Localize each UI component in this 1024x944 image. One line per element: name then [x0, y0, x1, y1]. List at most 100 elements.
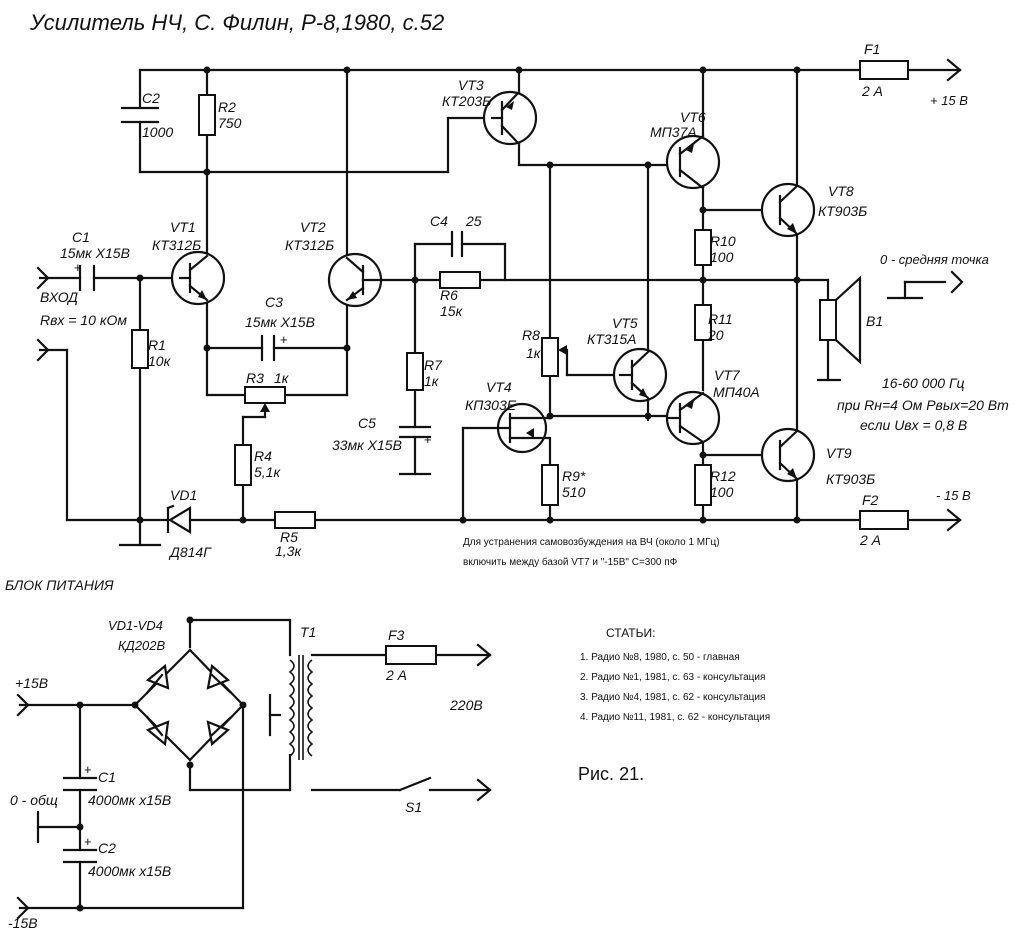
r4-label: R4: [254, 448, 272, 464]
mid-point-terminal: [950, 270, 964, 294]
psu-c2-label: C2: [98, 840, 116, 856]
vt1-type: КТ312Б: [152, 237, 201, 253]
svg-text:+: +: [424, 432, 432, 447]
vt7-type: МП40А: [713, 384, 760, 400]
mains-voltage: 220В: [449, 697, 483, 713]
spec-frequency: 16-60 000 Гц: [882, 375, 965, 391]
vt9-label: VT9: [826, 445, 852, 461]
mains-terminal-top: [476, 643, 492, 667]
input-label: ВХОД: [40, 289, 78, 305]
c5-label: C5: [358, 415, 376, 431]
vt2-type: КТ312Б: [285, 237, 334, 253]
f1-value: 2 А: [861, 83, 883, 99]
r2-value: 750: [218, 115, 242, 131]
plus15-terminal: [946, 58, 962, 82]
resistor-r5: [274, 511, 316, 529]
psu-wires: [18, 618, 492, 910]
c1-value: 15мк Х15В: [60, 245, 130, 261]
input-ground-terminal: [36, 338, 50, 362]
r11-label: R11: [708, 311, 733, 327]
vt3-label: VT3: [458, 77, 484, 93]
r12-value: 100: [710, 484, 734, 500]
vt7-label: VT7: [714, 367, 741, 383]
resistor-r8: [541, 337, 559, 377]
resistor-r2: [198, 94, 216, 136]
input-resistance: Rвх = 10 кОм: [40, 312, 127, 328]
r7-value: 1к: [424, 373, 440, 389]
c1-label: C1: [72, 229, 90, 245]
article-item: 4. Радио №11, 1981, с. 62 - консультация: [580, 712, 770, 723]
vt8-label: VT8: [828, 183, 854, 199]
f3-label: F3: [388, 627, 405, 643]
c4-value: 25: [465, 213, 482, 229]
transistor-vt4: [496, 402, 552, 454]
mains-terminal-bottom: [476, 778, 492, 802]
psu-minus15-label: -15В: [8, 915, 38, 931]
resistor-r12: [694, 464, 712, 506]
figure-label: Рис. 21.: [578, 764, 644, 784]
psu-c2-value: 4000мк х15В: [88, 863, 171, 879]
r10-label: R10: [710, 233, 736, 249]
vt5-type: КТ315А: [587, 331, 637, 347]
vt4-type: КП303Е: [465, 397, 517, 413]
article-item: 2. Радио №1, 1981, с. 63 - консультация: [580, 672, 765, 683]
minus15-label: - 15 В: [936, 488, 971, 503]
minus15-terminal: [946, 508, 962, 532]
vt6-label: VT6: [680, 109, 706, 125]
fuse-f1: [859, 60, 909, 80]
transistor-vt3: [482, 90, 538, 146]
vt5-label: VT5: [612, 315, 638, 331]
articles-heading: СТАТЬИ:: [606, 626, 655, 640]
capacitor-c5: +: [398, 425, 432, 447]
b1-label: B1: [866, 313, 883, 329]
f2-label: F2: [862, 492, 879, 508]
transistor-vt5: [612, 347, 668, 403]
c2-value: 1000: [142, 124, 173, 140]
svg-text:+: +: [74, 260, 82, 275]
f2-value: 2 А: [859, 532, 881, 548]
article-item: 3. Радио №4, 1981, с. 62 - консультация: [580, 692, 765, 703]
r8-value: 1к: [526, 345, 542, 361]
svg-text:+: +: [84, 834, 92, 849]
c5-value: 33мк Х15В: [332, 437, 402, 453]
vt1-label: VT1: [170, 219, 196, 235]
plus15-label: + 15 В: [930, 93, 968, 108]
page-title: Усилитель НЧ, С. Филин, Р-8,1980, с.52: [29, 10, 444, 35]
capacitor-c3: +: [260, 332, 288, 362]
psu-minus15-terminal: [16, 896, 30, 920]
transistor-vt6: [665, 134, 721, 190]
vt6-type: МП37А: [650, 124, 697, 140]
r5-value: 1,3к: [275, 543, 302, 559]
psu-heading: БЛОК ПИТАНИЯ: [5, 577, 114, 593]
c4-label: C4: [430, 213, 448, 229]
r10-value: 100: [710, 249, 734, 265]
spec-power: при Rн=4 Ом Рвых=20 Вт: [837, 397, 1009, 413]
resistor-r3: [244, 386, 286, 404]
r2-label: R2: [218, 99, 236, 115]
amplifier-wires: [38, 68, 962, 547]
transistor-vt1: [170, 250, 226, 306]
r1-label: R1: [148, 337, 166, 353]
r9-value: 510: [562, 484, 586, 500]
r7-label: R7: [424, 357, 443, 373]
vt4-label: VT4: [486, 379, 512, 395]
psu-ground-label: 0 - общ: [10, 792, 58, 808]
switch-s1: [398, 776, 432, 792]
hf-note-line2: включить между базой VT7 и "-15В" С=300 …: [463, 556, 678, 568]
bridge-type: КД202В: [118, 638, 166, 653]
f3-value: 2 А: [385, 667, 407, 683]
svg-text:+: +: [280, 332, 288, 347]
r3-label: R3: [246, 370, 264, 386]
r12-label: R12: [710, 468, 736, 484]
fuse-f3: [385, 645, 437, 665]
c3-label: C3: [265, 294, 283, 310]
junction-dots: [136, 66, 801, 524]
transistor-vt9: [760, 427, 816, 483]
t1-label: T1: [300, 624, 316, 640]
resistor-r10: [694, 229, 712, 266]
transistor-vt2: [327, 252, 384, 308]
hf-note-line1: Для устранения самовозбуждения на ВЧ (ок…: [463, 536, 720, 548]
svg-text:+: +: [84, 762, 92, 777]
bridge-label: VD1-VD4: [108, 618, 163, 633]
r9-label: R9*: [562, 468, 586, 484]
